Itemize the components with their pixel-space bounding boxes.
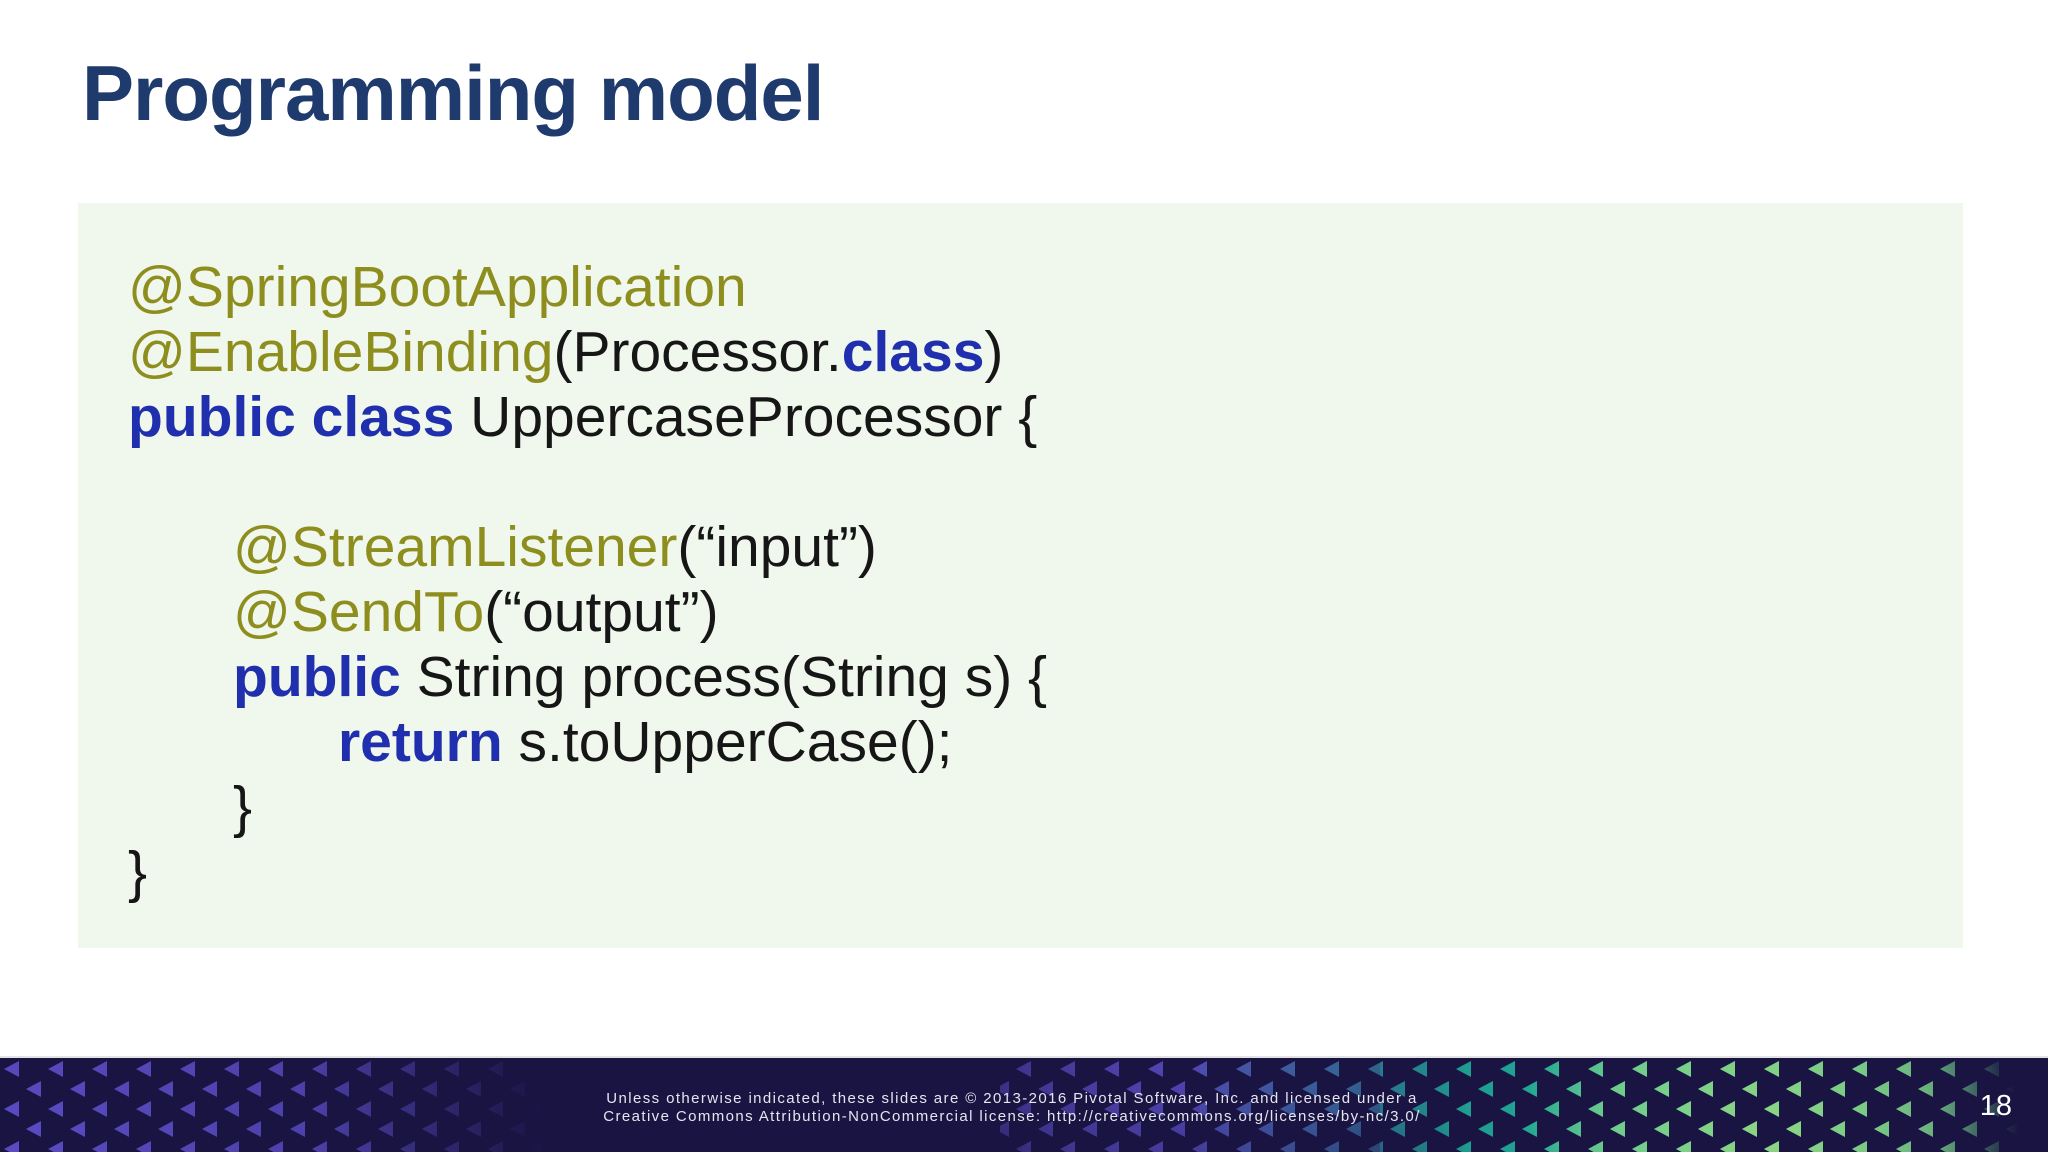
code-segment-plain: } [233,775,253,839]
license-text: Unless otherwise indicated, these slides… [600,1090,1424,1126]
code-line: @StreamListener(“input”) [128,515,1923,580]
code-segment-annotation: @StreamListener [233,515,678,579]
code-line: @SendTo(“output”) [128,580,1923,645]
triangle-mosaic-pattern [0,1058,2040,1152]
code-segment-annotation: @SpringBootApplication [128,255,747,319]
code-segment-annotation: @EnableBinding [128,320,554,384]
code-line: public class UppercaseProcessor { [128,385,1923,450]
license-line-2: Creative Commons Attribution-NonCommerci… [603,1108,1421,1125]
code-line [128,450,1923,515]
code-segment-plain: } [128,840,148,904]
code-panel: @SpringBootApplication@EnableBinding(Pro… [78,203,1963,948]
code-segment-plain: s.toUpperCase(); [502,710,953,774]
page-number: 18 [1979,1090,2012,1122]
page-title: Programming model [82,49,824,137]
code-line: @SpringBootApplication [128,255,1923,320]
code-segment-plain: (Processor. [553,320,842,384]
code-segment-plain: String process(String s) { [400,645,1048,709]
footer-bar: Unless otherwise indicated, these slides… [0,1056,2048,1152]
code-segment-keyword: return [338,710,503,774]
code-line: @EnableBinding(Processor.class) [128,320,1923,385]
code-segment-plain: (“output”) [484,580,719,644]
code-block: @SpringBootApplication@EnableBinding(Pro… [128,255,1923,905]
code-line: } [128,840,1923,905]
code-segment-plain: ) [984,320,1004,384]
code-line: return s.toUpperCase(); [128,710,1923,775]
license-line-1: Unless otherwise indicated, these slides… [606,1090,1418,1107]
code-segment-keyword: public [233,645,401,709]
code-segment-plain: UppercaseProcessor { [454,385,1038,449]
code-segment-plain: (“input”) [677,515,877,579]
code-segment-annotation: @SendTo [233,580,485,644]
code-segment-keyword: public class [128,385,455,449]
code-segment-keyword: class [841,320,985,384]
code-line: public String process(String s) { [128,645,1923,710]
code-line: } [128,775,1923,840]
